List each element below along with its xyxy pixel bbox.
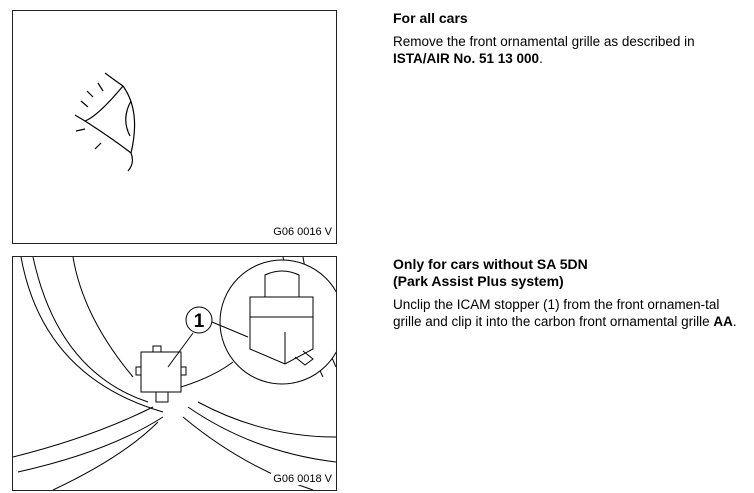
figure-label: G06 0016 V [271,226,332,238]
callout-number: 1 [194,311,205,332]
section-body: Unclip the ICAM stopper (1) from the fro… [393,297,737,329]
figure-icam-stopper: 1 G06 0018 V [12,256,337,491]
section-body: Remove the front ornamental grille as de… [393,34,695,66]
eye-icon [74,72,136,172]
figure-eye: G06 0016 V [12,10,337,244]
section-heading: For all cars [393,10,468,26]
figure-label: G06 0018 V [271,473,332,485]
ista-reference: ISTA/AIR No. 51 13 000 [393,51,540,66]
section-heading: Only for cars without SA 5DN(Park Assist… [393,256,588,289]
section-all-cars: For all cars Remove the front ornamental… [393,10,743,67]
section-without-sa5dn: Only for cars without SA 5DN(Park Assist… [393,256,743,330]
grille-illustration: 1 [13,257,336,490]
